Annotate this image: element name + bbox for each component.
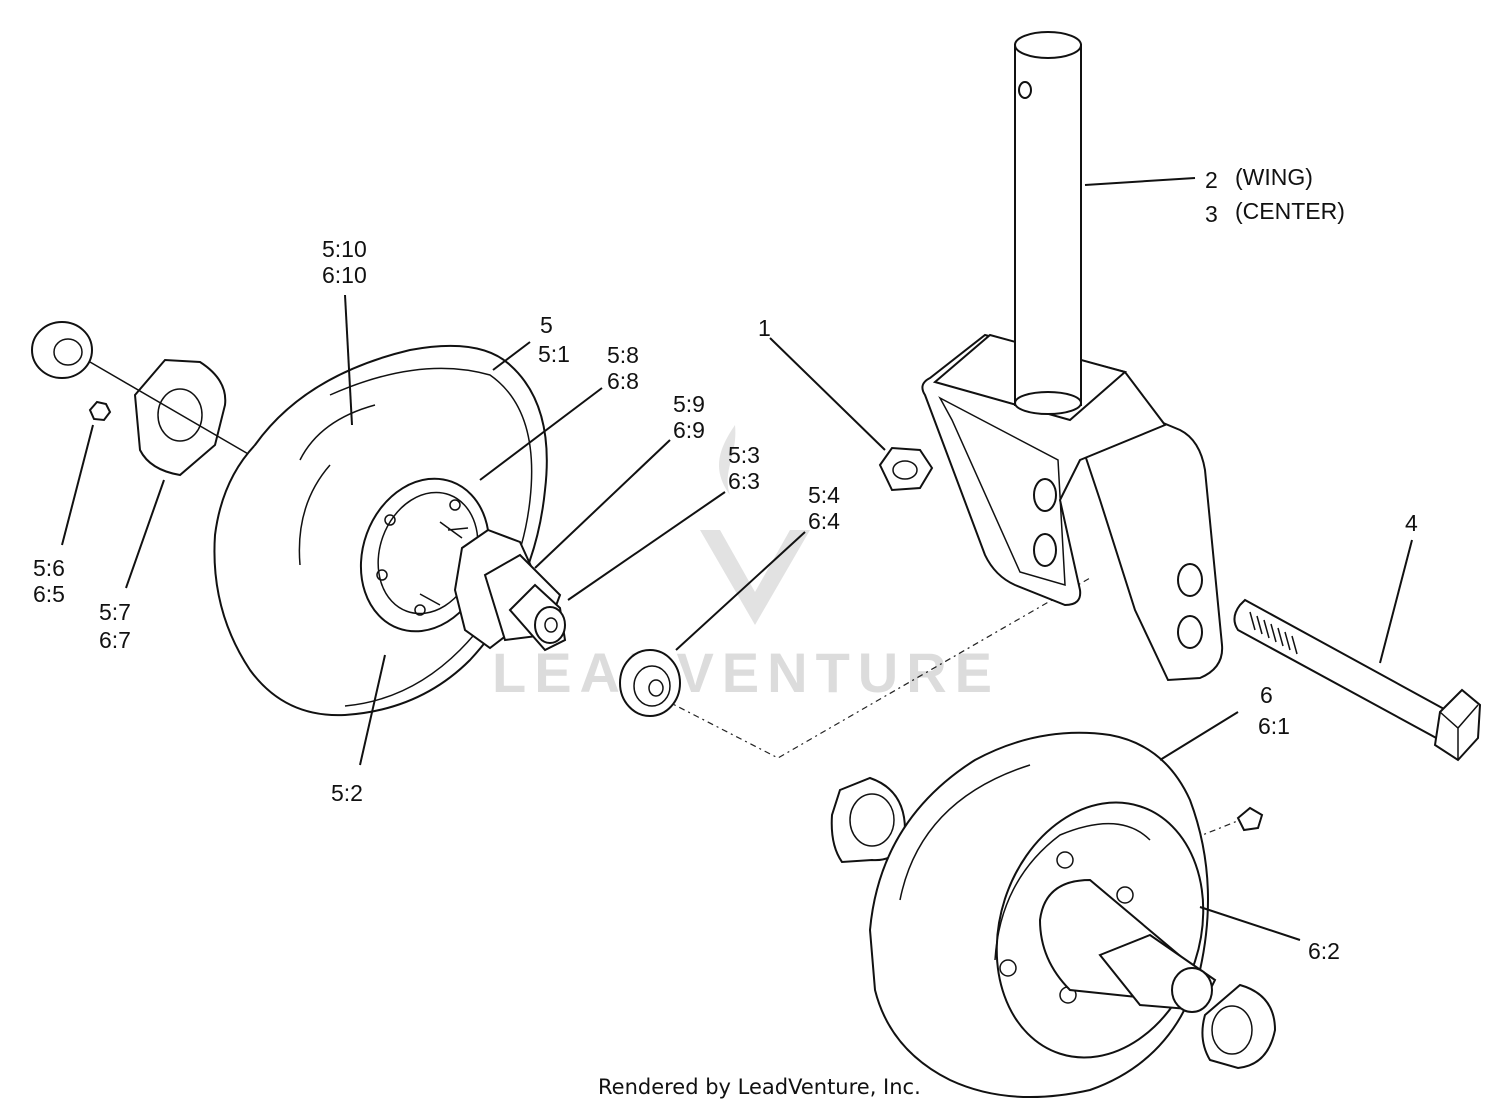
- wheel-assembly-5: [31, 321, 681, 717]
- label-6-8: 6:8: [607, 368, 639, 394]
- leader-5-2: [359, 654, 386, 766]
- leader-5-3: [567, 491, 726, 601]
- label-5-3: 5:3: [728, 442, 760, 468]
- label-2-desc: (WING): [1235, 164, 1313, 190]
- bolt-part-4: [1233, 598, 1482, 762]
- axis-line-spindle: [664, 577, 1091, 759]
- label-3-desc: (CENTER): [1235, 198, 1345, 224]
- label-2: 2: [1205, 167, 1218, 193]
- leader-4: [1379, 539, 1413, 664]
- label-6-4: 6:4: [808, 508, 840, 534]
- leader-5-9: [534, 439, 671, 569]
- label-5-8: 5:8: [607, 342, 639, 368]
- label-6-2: 6:2: [1308, 938, 1340, 964]
- label-6-7: 6:7: [99, 627, 131, 653]
- label-5-10: 5:10: [322, 236, 367, 262]
- locknut-part-1: [878, 446, 934, 492]
- leader-6: [1159, 711, 1239, 761]
- leader-5-4: [675, 531, 806, 651]
- label-5: 5: [540, 312, 553, 338]
- label-5-4: 5:4: [808, 482, 840, 508]
- watermark-text: LEADVENTURE: [492, 641, 1000, 704]
- label-4: 4: [1405, 510, 1418, 536]
- label-6-10: 6:10: [322, 262, 367, 288]
- label-5-7: 5:7: [99, 599, 131, 625]
- leader-5: [492, 341, 531, 371]
- label-6-9: 6:9: [673, 417, 705, 443]
- label-5-1: 5:1: [538, 341, 570, 367]
- leader-5-8: [479, 387, 603, 481]
- label-6-3: 6:3: [728, 468, 760, 494]
- label-1: 1: [758, 315, 771, 341]
- leader-6-2: [1199, 906, 1301, 941]
- label-5-2: 5:2: [331, 780, 363, 806]
- label-5-9: 5:9: [673, 391, 705, 417]
- leader-2: [1084, 177, 1196, 186]
- label-3: 3: [1205, 201, 1218, 227]
- label-5-6: 5:6: [33, 555, 65, 581]
- label-6-1: 6:1: [1258, 713, 1290, 739]
- wheel-assembly-6: [830, 731, 1277, 1099]
- caster-fork: [921, 31, 1224, 682]
- leader-5-10: [344, 294, 353, 426]
- leader-5-7: [125, 479, 165, 589]
- label-6-5: 6:5: [33, 581, 65, 607]
- label-6: 6: [1260, 682, 1273, 708]
- leader-1: [769, 337, 886, 451]
- leader-5-6: [61, 424, 94, 546]
- footer-credit: Rendered by LeadVenture, Inc.: [598, 1075, 921, 1099]
